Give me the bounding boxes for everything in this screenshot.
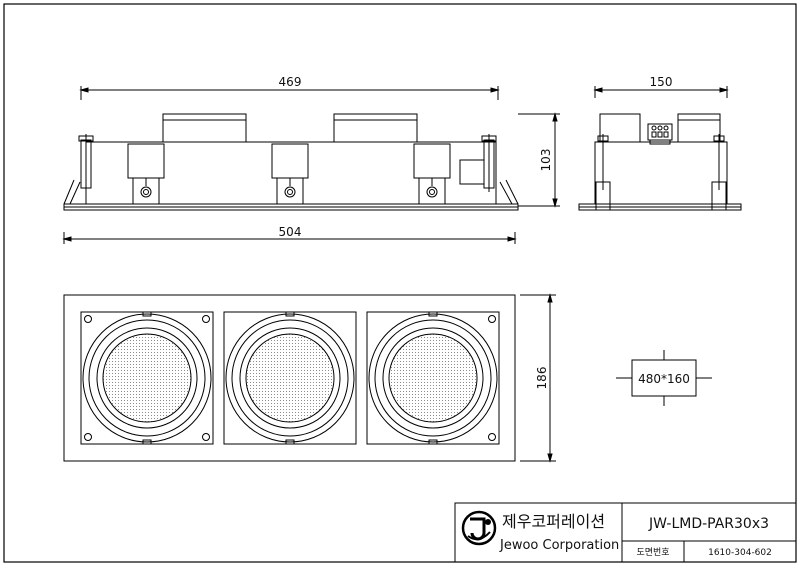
title-block: [454, 502, 797, 563]
dim-label-504: 504: [279, 225, 302, 239]
cutout-symbol: [616, 350, 712, 406]
lamp-module-2: [223, 311, 357, 445]
cutout-label: 480*160: [638, 372, 690, 386]
dim-label-103: 103: [539, 149, 553, 172]
dimension-504: [62, 232, 517, 244]
dimension-103: [518, 112, 560, 208]
model-number: JW-LMD-PAR30x3: [648, 516, 769, 532]
lamp-holder-2: [271, 143, 309, 205]
side-view: [62, 86, 560, 244]
end-view: [578, 86, 742, 211]
lamp-holder-3: [413, 143, 451, 205]
front-frame: [63, 294, 516, 462]
dim-label-150: 150: [650, 75, 673, 89]
dimension-150: [593, 86, 729, 98]
lamp-module-3: [366, 311, 500, 445]
drawing-border: [3, 3, 797, 563]
dimension-186: [520, 293, 556, 463]
company-name-english: Jewoo Corporation: [499, 538, 619, 553]
company-name-korean: 제우코퍼레이션: [502, 512, 605, 531]
lamp-holder-1: [127, 143, 165, 205]
dim-label-186: 186: [535, 367, 549, 390]
front-view: [63, 293, 556, 463]
dim-label-469: 469: [279, 75, 302, 89]
jewoo-logo-icon: [461, 510, 497, 546]
lamp-module-1: [80, 311, 214, 445]
driver-box-left: [162, 113, 247, 143]
driver-box-right: [333, 113, 418, 143]
dimension-469: [79, 86, 500, 100]
drawing-number-label: 도면번호: [636, 547, 669, 558]
drawing-number: 1610-304-602: [708, 548, 772, 558]
